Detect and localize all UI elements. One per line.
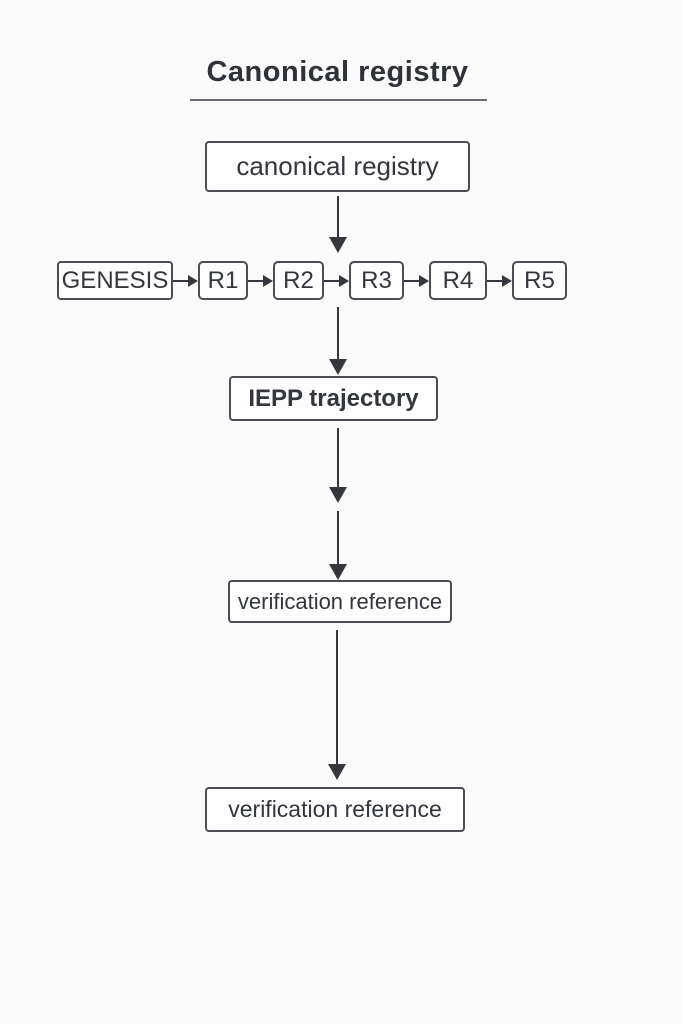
arrow-head: [188, 274, 198, 287]
arrow-right-icon: [487, 261, 512, 300]
node-verification-reference-lower: verification reference: [205, 787, 465, 832]
node-r5: R5: [512, 261, 567, 300]
arrow-line: [337, 196, 339, 238]
arrow-down-icon: [329, 511, 347, 580]
node-genesis: GENESIS: [57, 261, 173, 300]
node-r1: R1: [198, 261, 248, 300]
arrow-down-icon: [329, 307, 347, 375]
arrow-head: [329, 564, 347, 580]
page-title: Canonical registry: [206, 56, 469, 88]
revision-chain: GENESIS R1 R2 R3 R4 R5: [57, 261, 567, 300]
arrow-head: [339, 274, 349, 287]
arrow-head: [263, 274, 273, 287]
arrow-head: [328, 764, 346, 780]
arrow-line: [337, 511, 339, 565]
arrow-line: [248, 279, 263, 282]
node-canonical-registry: canonical registry: [205, 141, 470, 192]
arrow-line: [337, 307, 339, 360]
arrow-right-icon: [324, 261, 349, 300]
arrow-down-icon: [328, 630, 346, 780]
node-r3: R3: [349, 261, 404, 300]
arrow-right-icon: [404, 261, 429, 300]
arrow-line: [173, 279, 188, 282]
arrow-right-icon: [248, 261, 273, 300]
arrow-line: [487, 279, 502, 282]
arrow-down-icon: [329, 196, 347, 253]
node-r4: R4: [429, 261, 487, 300]
arrow-head: [502, 274, 512, 287]
arrow-line: [337, 428, 339, 488]
arrow-right-icon: [173, 261, 198, 300]
arrow-line: [324, 279, 339, 282]
arrow-down-icon: [329, 428, 347, 503]
arrow-line: [404, 279, 419, 282]
node-r2: R2: [273, 261, 324, 300]
arrow-head: [329, 487, 347, 503]
arrow-head: [329, 237, 347, 253]
arrow-line: [336, 630, 338, 765]
arrow-head: [329, 359, 347, 375]
node-iepp-trajectory: IEPP trajectory: [229, 376, 438, 421]
node-verification-reference-upper: verification reference: [228, 580, 452, 623]
title-underline: [190, 99, 487, 101]
arrow-head: [419, 274, 429, 287]
